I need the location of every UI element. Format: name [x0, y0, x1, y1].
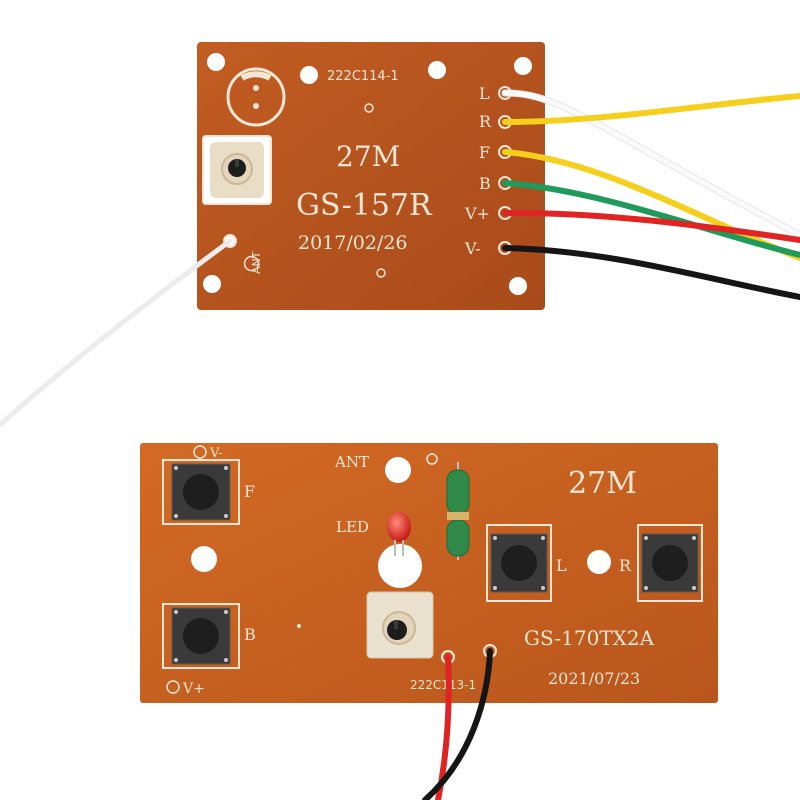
via — [426, 453, 438, 465]
mounting-hole — [191, 546, 217, 572]
pin-label-b: B — [479, 174, 491, 193]
label-back: B — [244, 625, 256, 644]
button-left[interactable] — [486, 524, 552, 602]
mounting-hole — [514, 57, 532, 75]
transmitter-board: 27M GS-170TX2A 2021/07/23 222C113-1 ANT … — [140, 443, 718, 703]
led-label: LED — [336, 518, 369, 536]
button-forward[interactable] — [162, 459, 240, 525]
wire-black — [502, 245, 800, 300]
mounting-hole — [378, 544, 422, 588]
receiver-wires — [0, 89, 800, 428]
mounting-hole — [509, 277, 527, 295]
transmitter-wires — [422, 648, 493, 800]
pin-label-f: F — [479, 143, 490, 162]
vplus-pad — [166, 680, 180, 694]
vminus-pad — [193, 445, 207, 459]
pin-label-l: L — [479, 84, 490, 103]
transmitter-date: 2021/07/23 — [548, 669, 640, 688]
via — [376, 268, 386, 278]
via — [297, 624, 301, 628]
transmitter-pcb — [140, 443, 718, 703]
mounting-hole — [587, 550, 611, 574]
transmitter-model: GS-170TX2A — [524, 626, 655, 650]
trimmer-coil-icon — [202, 135, 272, 205]
inductor-icon — [446, 462, 470, 560]
receiver-part-code: 222C114-1 — [327, 69, 399, 84]
receiver-date: 2017/02/26 — [298, 232, 408, 254]
label-left: L — [556, 556, 567, 575]
led-icon — [387, 512, 411, 556]
wire-black-tx — [422, 648, 493, 800]
wire-antenna — [0, 238, 233, 428]
transmitter-frequency: 27M — [568, 466, 637, 501]
mounting-hole — [207, 53, 225, 71]
wire-white-highlight — [502, 90, 800, 238]
antenna-hole — [385, 457, 411, 483]
wire-red — [502, 209, 800, 243]
transmitter-part-code: 222C113-1 — [410, 678, 476, 692]
label-vplus: V+ — [182, 681, 205, 697]
capacitor-footprint-icon — [226, 67, 286, 127]
pin-label-r: R — [479, 112, 492, 131]
mounting-hole — [300, 66, 318, 84]
via — [364, 103, 374, 113]
transmitter-antenna-label: ANT — [334, 453, 369, 471]
label-forward: F — [244, 482, 255, 501]
wire-yellow-r — [502, 93, 800, 125]
button-right[interactable] — [637, 524, 703, 602]
receiver-pin-labels: L R F B V+ V- — [464, 84, 492, 258]
receiver-frequency: 27M — [336, 140, 400, 173]
label-vminus: V- — [209, 446, 223, 461]
label-right: R — [619, 556, 632, 575]
receiver-pcb — [197, 42, 545, 310]
button-back[interactable] — [162, 603, 240, 669]
transmitter-trimmer-coil-icon — [366, 591, 434, 659]
ground-symbol-icon — [243, 255, 260, 272]
receiver-board: 222C114-1 27M GS-157R 2017/02/26 ANT L R… — [197, 42, 545, 310]
receiver-antenna-label: ANT — [250, 251, 263, 274]
wire-green — [502, 180, 800, 258]
pin-label-vminus: V- — [464, 239, 481, 258]
pin-label-vplus: V+ — [464, 204, 490, 223]
mounting-hole — [428, 61, 446, 79]
receiver-model: GS-157R — [296, 188, 433, 223]
mounting-hole — [203, 275, 221, 293]
